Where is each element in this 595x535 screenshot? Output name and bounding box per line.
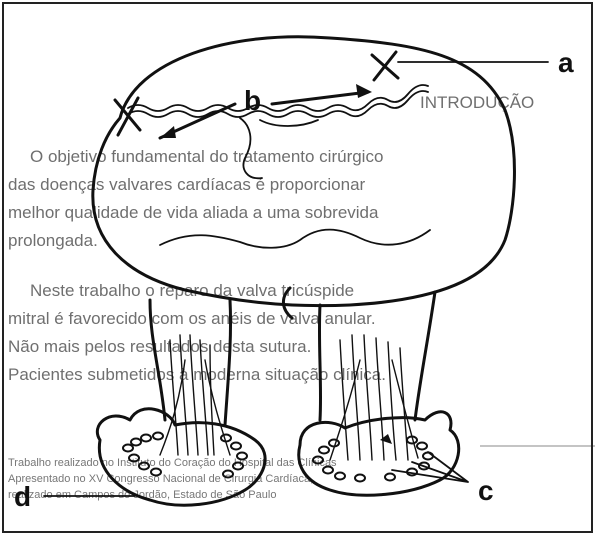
arrow-b-right-head xyxy=(356,84,372,98)
bg-line: Pacientes submetidos à moderna situação … xyxy=(8,365,386,384)
bg-line: melhor qualidade de vida aliada a uma so… xyxy=(8,203,379,222)
papillary-right-edge xyxy=(319,305,320,420)
needle-mark xyxy=(380,434,392,444)
label-b: b xyxy=(244,85,261,116)
bg-footnote: Trabalho realizado no Instituto do Coraç… xyxy=(8,457,337,469)
arrow-b-right xyxy=(272,92,368,104)
suture-line xyxy=(128,85,428,111)
bg-line: prolongada. xyxy=(8,231,98,250)
bg-line: O objetivo fundamental do tratamento cir… xyxy=(30,147,383,166)
chordae-right xyxy=(330,335,418,460)
ring-beads-left xyxy=(123,433,247,478)
cavity-line xyxy=(160,230,430,248)
bg-heading: INTRODUÇÃO xyxy=(420,93,534,112)
leaflet-edge xyxy=(260,120,318,126)
label-a: a xyxy=(558,47,574,78)
label-d: d xyxy=(14,481,31,512)
commissure-left xyxy=(115,98,140,135)
label-c: c xyxy=(478,475,494,506)
bg-line: das doenças valvares cardíacas é proporc… xyxy=(8,175,366,194)
papillary-right-edge xyxy=(415,292,435,420)
arrow-b-left-head xyxy=(160,126,176,138)
bg-line: Não mais pelos resultados desta sutura. xyxy=(8,337,311,356)
ventricle-outline xyxy=(93,37,515,306)
commissure-right xyxy=(372,52,398,80)
